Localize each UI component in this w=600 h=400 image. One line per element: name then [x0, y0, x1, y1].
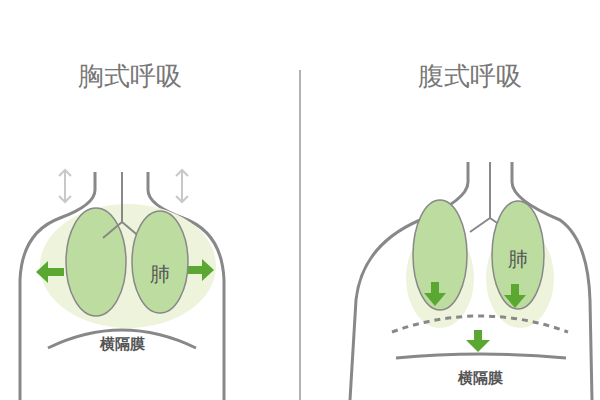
part-label: 横隔膜	[458, 370, 503, 387]
diaphragm	[396, 354, 566, 358]
down-arrow	[466, 330, 490, 352]
panel-title: 腹式呼吸	[418, 62, 522, 91]
lung	[492, 201, 544, 309]
expand-arrow	[36, 261, 64, 283]
lung	[413, 200, 467, 310]
down-arrow	[424, 282, 446, 306]
lung-node: 肺	[491, 200, 545, 310]
trachea	[103, 172, 141, 238]
lung-shape	[131, 210, 189, 314]
chest-figure	[20, 170, 224, 400]
organ-label: 肺	[150, 263, 170, 285]
down-arrow	[504, 284, 526, 308]
lung-halo	[40, 204, 216, 328]
part-label: 横隔膜	[100, 336, 145, 353]
abdominal-figure	[350, 162, 592, 400]
panel-title: 胸式呼吸	[78, 62, 182, 91]
divider-line	[299, 70, 301, 400]
organ-label: 肺	[508, 248, 528, 270]
lung	[66, 208, 126, 316]
diaphragm-before	[392, 316, 568, 332]
move-arrow	[59, 170, 188, 202]
lung-node: 肺	[131, 210, 189, 314]
lung	[132, 211, 188, 313]
expand-arrow	[186, 259, 214, 281]
